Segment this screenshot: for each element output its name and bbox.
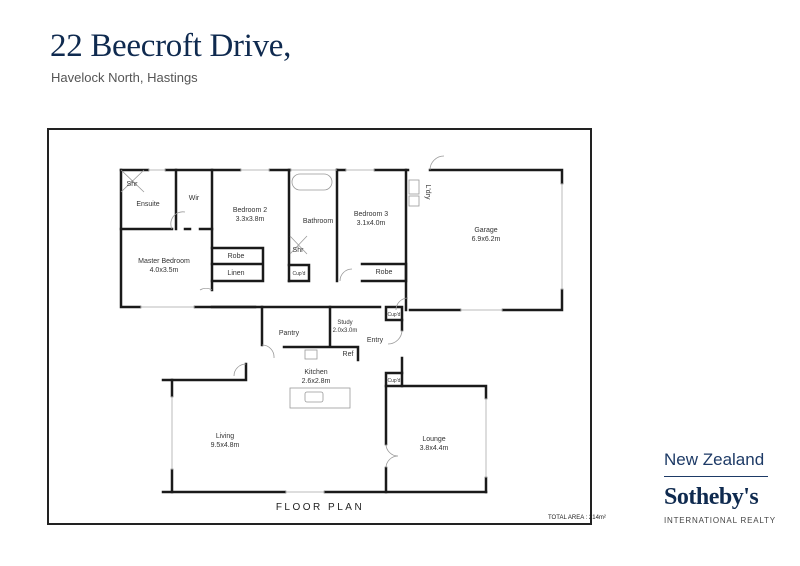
room-label-entry: Entry [367, 337, 384, 344]
sink-island [304, 391, 324, 403]
room-label-robe-2: Robe [376, 269, 393, 276]
property-location-subtitle: Havelock North, Hastings [51, 70, 198, 85]
room-size-garage: 6.9x6.2m [472, 236, 501, 243]
cooktop [304, 349, 318, 360]
room-size-kitchen: 2.6x2.8m [302, 378, 331, 385]
laundry-tub-2 [408, 195, 420, 207]
room-label-cupd-2: Cup'd [388, 312, 401, 318]
room-label-cupd-3: Cup'd [388, 378, 401, 384]
room-label-ref: Ref [343, 351, 354, 358]
room-size-master-bedroom: 4.0x3.5m [150, 267, 179, 274]
room-label-master-bedroom: Master Bedroom [138, 258, 190, 265]
wall-lounge [384, 384, 488, 494]
room-label-shr-bathroom: Shr [293, 247, 305, 254]
wall-study [282, 305, 360, 362]
room-label-ldry: L'dry [424, 185, 431, 200]
bathtub [291, 173, 333, 191]
room-size-living: 9.5x4.8m [211, 442, 240, 449]
room-label-wir: Wir [189, 195, 200, 202]
windows [140, 169, 563, 493]
room-label-pantry: Pantry [279, 330, 300, 337]
shower-ensuite [120, 169, 145, 193]
room-label-lounge: Lounge [422, 436, 445, 443]
brand-region: New Zealand [664, 450, 765, 469]
wall-west-master [119, 168, 142, 309]
floor-plan-frame [47, 128, 592, 525]
wall-kitchen-west [161, 362, 248, 382]
room-label-shr-ensuite: Shr [127, 181, 139, 188]
room-size-study: 2.0x3.0m [333, 328, 358, 334]
wall-cupd [287, 263, 311, 283]
total-area-label: TOTAL AREA : 214m² [548, 515, 606, 521]
room-size-bedroom-2: 3.3x3.8m [236, 216, 265, 223]
room-size-lounge: 3.8x4.4m [420, 445, 449, 452]
room-label-linen: Linen [227, 270, 244, 277]
door-swings [170, 155, 445, 469]
brand-divider [664, 476, 768, 477]
room-label-bedroom-3: Bedroom 3 [354, 211, 388, 218]
room-label-study: Study [337, 320, 352, 326]
brand-logo-name: Sotheby's [664, 484, 759, 510]
room-label-garage: Garage [474, 227, 497, 234]
room-label-robe-1: Robe [228, 253, 245, 260]
brand-tagline: INTERNATIONAL REALTY [664, 516, 776, 525]
walls [119, 168, 564, 494]
room-size-bedroom-3: 3.1x4.0m [357, 220, 386, 227]
room-label-bedroom-2: Bedroom 2 [233, 207, 267, 214]
fixtures [120, 155, 445, 469]
laundry-tub [408, 179, 420, 195]
room-labels: Shr Ensuite Wir Master Bedroom 4.0x3.5m … [127, 181, 501, 452]
property-address-title: 22 Beecroft Drive, [50, 28, 292, 64]
room-label-kitchen: Kitchen [304, 369, 327, 376]
wall-robe-linen [210, 246, 265, 283]
room-label-cupd-1: Cup'd [293, 271, 306, 277]
room-label-living: Living [216, 433, 234, 440]
shower-bath [289, 235, 308, 255]
room-label-bathroom: Bathroom [303, 218, 334, 225]
wall-garage [408, 168, 564, 312]
floor-plan-caption: FLOOR PLAN [275, 502, 365, 513]
kitchen-island [289, 387, 351, 409]
room-label-ensuite: Ensuite [136, 201, 159, 208]
